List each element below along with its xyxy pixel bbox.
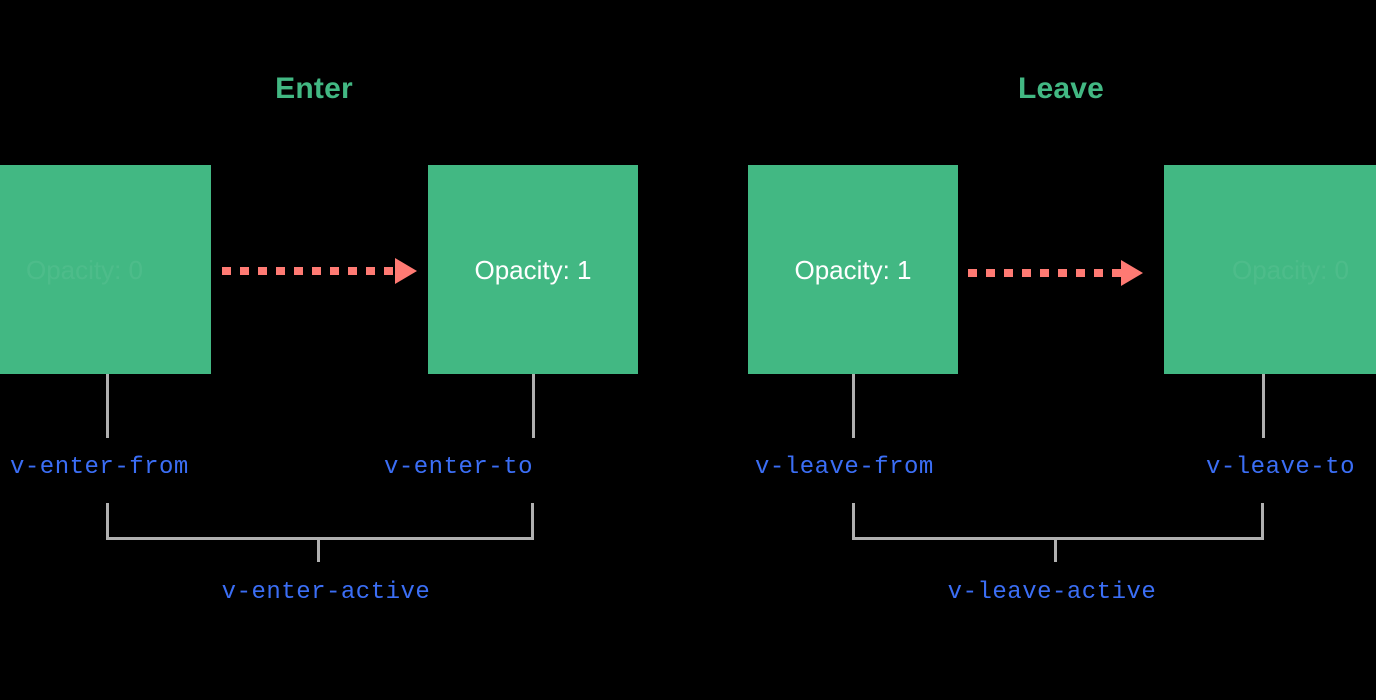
class-label-v-leave-from: v-leave-from xyxy=(755,454,934,481)
enter-from-box: Opacity: 0 xyxy=(0,165,211,374)
leave-from-box-label: Opacity: 1 xyxy=(794,254,912,285)
enter-arrow-dashes xyxy=(222,267,396,275)
section-title-enter: Enter xyxy=(275,72,353,105)
leave-bracket-left-arm xyxy=(852,503,855,540)
enter-bracket-stem xyxy=(317,537,320,562)
enter-to-leader-line xyxy=(532,374,535,438)
class-label-v-leave-active: v-leave-active xyxy=(947,579,1157,606)
leave-arrow-head xyxy=(1121,260,1143,286)
leave-from-box: Opacity: 1 xyxy=(748,165,958,374)
enter-from-leader-line xyxy=(106,374,109,438)
leave-bracket-stem xyxy=(1054,537,1057,562)
enter-bracket-right-arm xyxy=(531,503,534,540)
class-label-v-leave-to: v-leave-to xyxy=(1205,454,1355,481)
enter-to-box: Opacity: 1 xyxy=(428,165,638,374)
enter-bracket-bar xyxy=(106,537,534,540)
leave-to-leader-line xyxy=(1262,374,1265,438)
enter-to-box-label: Opacity: 1 xyxy=(474,254,592,285)
section-title-leave: Leave xyxy=(1017,72,1105,105)
leave-from-leader-line xyxy=(852,374,855,438)
enter-bracket-left-arm xyxy=(106,503,109,540)
class-label-v-enter-active: v-enter-active xyxy=(221,579,431,606)
enter-transition-arrow-icon xyxy=(222,258,417,284)
leave-bracket-bar xyxy=(852,537,1264,540)
enter-arrow-head xyxy=(395,258,417,284)
leave-arrow-dashes xyxy=(968,269,1122,277)
leave-transition-arrow-icon xyxy=(968,260,1143,286)
leave-bracket-right-arm xyxy=(1261,503,1264,540)
leave-to-box-label: Opacity: 0 xyxy=(1231,254,1350,285)
leave-to-box: Opacity: 0 xyxy=(1164,165,1376,374)
class-label-v-enter-to: v-enter-to xyxy=(383,454,533,481)
enter-from-box-label: Opacity: 0 xyxy=(25,254,144,285)
class-label-v-enter-from: v-enter-from xyxy=(10,454,189,481)
